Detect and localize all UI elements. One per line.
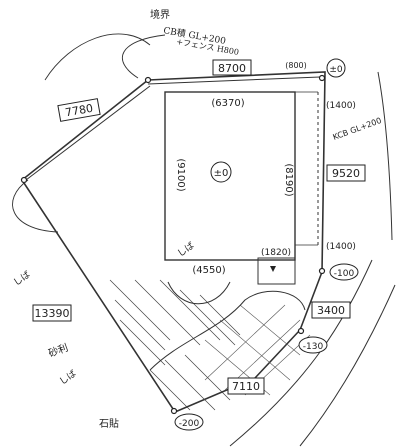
label-stone: 石貼 xyxy=(99,417,119,430)
dim-north: 8700 xyxy=(212,59,252,76)
svg-text:-130: -130 xyxy=(303,342,324,352)
label-lawn-bottom: しば xyxy=(57,368,78,387)
road-edge-1 xyxy=(229,259,373,447)
svg-text:13390: 13390 xyxy=(35,307,70,320)
site-boundary xyxy=(20,71,326,413)
entry-box xyxy=(257,257,296,285)
level-s-point: -130 xyxy=(298,336,328,354)
svg-text:-100: -100 xyxy=(334,269,355,279)
svg-text:8700: 8700 xyxy=(218,62,246,75)
label-lawn-inner: しば xyxy=(175,240,196,259)
dim-southeast: 3400 xyxy=(311,301,351,319)
dim-e-offset-bottom: (1400) xyxy=(326,242,356,252)
svg-text:9520: 9520 xyxy=(332,167,360,180)
dim-e-offset-top: (1400) xyxy=(326,101,356,111)
dim-northwest: 7780 xyxy=(57,98,101,122)
svg-text:7780: 7780 xyxy=(64,102,94,120)
svg-text:-200: -200 xyxy=(179,419,200,429)
dim-entry-width: (1820) xyxy=(261,248,291,258)
level-ne-corner: ±0 xyxy=(326,58,346,78)
dim-southwest: 13390 xyxy=(32,304,72,322)
entry-marker xyxy=(270,266,276,272)
svg-text:±0: ±0 xyxy=(329,65,343,75)
lawn-hatching xyxy=(109,279,241,411)
dim-left-width: (4550) xyxy=(192,265,225,276)
svg-text:7110: 7110 xyxy=(232,380,260,393)
dim-building-height-right: (8190) xyxy=(283,163,294,196)
dim-south: 7110 xyxy=(227,377,265,395)
dim-ne-offset: (800) xyxy=(285,61,307,70)
dim-building-height-left: (9100) xyxy=(175,158,186,191)
svg-text:3400: 3400 xyxy=(317,304,345,317)
level-building: ±0 xyxy=(210,161,232,183)
corner-points xyxy=(20,74,326,415)
label-east-wall: KCB GL+200 xyxy=(332,116,383,142)
label-lawn-left: しば xyxy=(11,269,32,288)
label-gravel: 砂利 xyxy=(47,341,70,360)
gravel-grid xyxy=(204,304,311,396)
road-edge-2 xyxy=(299,284,396,447)
note-boundary: 境界 xyxy=(150,8,170,21)
dim-building-width: (6370) xyxy=(211,98,244,109)
svg-text:±0: ±0 xyxy=(214,168,229,179)
level-se-corner: -100 xyxy=(329,263,359,281)
dim-east: 9520 xyxy=(326,164,366,182)
level-sw-point: -200 xyxy=(174,413,204,431)
